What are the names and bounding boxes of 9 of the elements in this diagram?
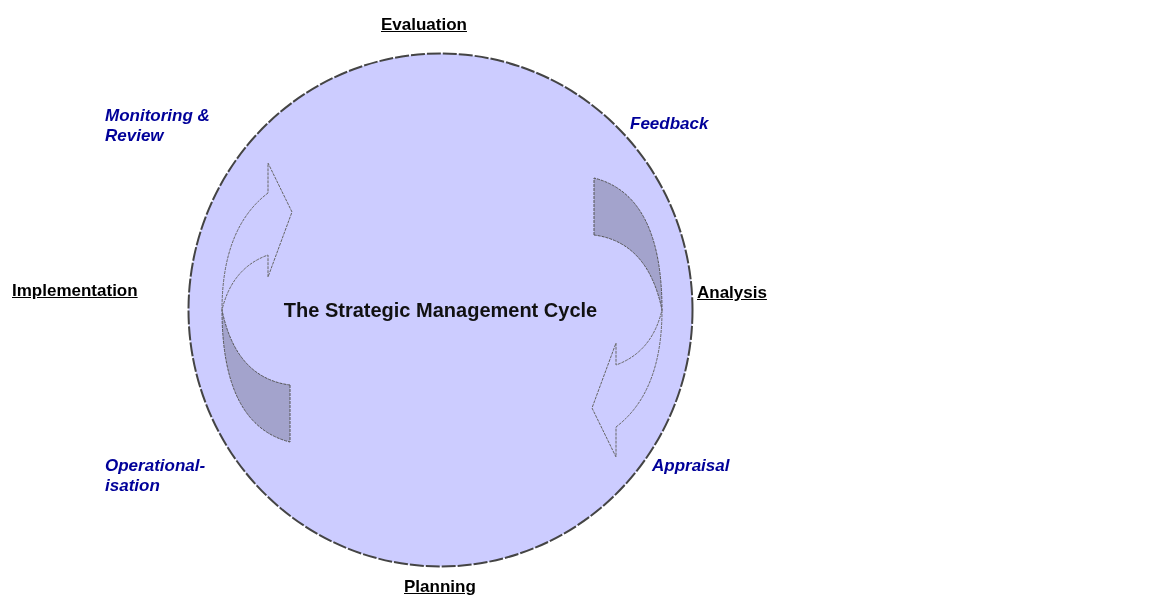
step-label: Feedback bbox=[630, 114, 710, 134]
cycle-title: The Strategic Management Cycle bbox=[282, 299, 599, 321]
stage-label: Implementation bbox=[12, 281, 138, 301]
stage-label: Analysis bbox=[697, 283, 767, 303]
step-label: Monitoring & Review bbox=[105, 106, 211, 146]
step-label: Appraisal bbox=[652, 456, 731, 476]
stage-label: Planning bbox=[404, 577, 476, 597]
stage-label: Evaluation bbox=[381, 15, 467, 35]
step-label: Operational- isation bbox=[105, 456, 207, 496]
